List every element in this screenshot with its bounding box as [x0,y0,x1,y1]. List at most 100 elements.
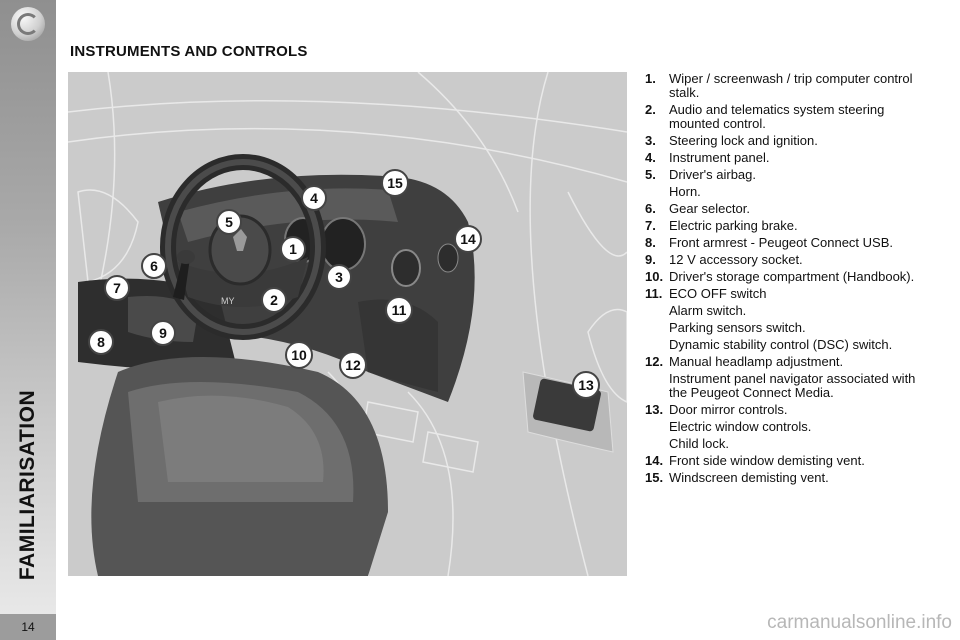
legend-item-text-block: Wiper / screenwash / trip computer contr… [669,72,925,100]
legend-item-number: 6. [645,201,656,216]
page-number: 14 [0,614,56,640]
legend-item-text: Audio and telematics system steering mou… [669,102,885,131]
legend-item-subtext: Electric window controls. [669,419,812,434]
legend-item: 14. Front side window demisting vent. [645,454,925,468]
callout-13: 13 [572,371,600,399]
legend-item-text: Gear selector. [669,201,750,216]
legend-item-number: 4. [645,150,656,165]
legend-item-number: 5. [645,167,656,182]
callout-11: 11 [385,296,413,324]
legend-item-text: ECO OFF switch [669,286,767,301]
legend-item-text-block: Steering lock and ignition. [669,134,925,148]
legend-item: 12. Manual headlamp adjustment.Instrument… [645,355,925,400]
svg-text:1: 1 [289,241,297,257]
legend-item-text-block: Driver's storage compartment (Handbook). [669,270,925,284]
legend-item-text: 12 V accessory socket. [669,252,803,267]
callout-1: 1 [280,236,306,262]
sidebar: FAMILIARISATION 14 [0,0,56,640]
legend-item-number: 10. [645,269,664,284]
legend-item-number: 11. [645,286,663,301]
legend-item: 4. Instrument panel. [645,151,925,165]
legend-item: 6. Gear selector. [645,202,925,216]
legend-item-text-block: Instrument panel. [669,151,925,165]
legend-item-text-block: Door mirror controls. Electric window con… [669,403,925,451]
legend-item-text: Windscreen demisting vent. [669,470,829,485]
svg-text:5: 5 [225,214,233,230]
legend-item-number: 13. [645,402,664,417]
legend-item-text-block: Manual headlamp adjustment.Instrument pa… [669,355,925,400]
dashboard-drawing: MY 1 2 3 4 5 [68,72,627,576]
legend-item-text: Door mirror controls. [669,402,788,417]
legend-item: 7. Electric parking brake. [645,219,925,233]
legend-item-text-block: 12 V accessory socket. [669,253,925,267]
svg-text:14: 14 [460,231,476,247]
legend-item-text-block: Windscreen demisting vent. [669,471,925,485]
callout-6: 6 [141,253,167,279]
chapter-logo-icon [11,7,45,41]
legend-item-number: 12. [645,354,664,369]
callout-2: 2 [261,287,287,313]
callout-7: 7 [104,275,130,301]
legend-item-text: Electric parking brake. [669,218,798,233]
legend-item-subtext: Horn. [669,184,701,199]
legend-item: 9. 12 V accessory socket. [645,253,925,267]
legend-item: 3. Steering lock and ignition. [645,134,925,148]
legend-item-number: 8. [645,235,656,250]
legend-item: 15. Windscreen demisting vent. [645,471,925,485]
legend-item-number: 15. [645,470,664,485]
legend-item: 8. Front armrest - Peugeot Connect USB. [645,236,925,250]
callout-4: 4 [301,185,327,211]
legend-item-text-block: Audio and telematics system steering mou… [669,103,925,131]
legend-item: 10. Driver's storage compartment (Handboo… [645,270,925,284]
legend-item-number: 7. [645,218,656,233]
svg-text:13: 13 [578,377,594,393]
svg-text:2: 2 [270,292,278,308]
legend-item-text: Driver's airbag. [669,167,757,182]
legend-item: 2.Audio and telematics system steering m… [645,103,925,131]
legend-item-text: Driver's storage compartment (Handbook). [669,269,915,284]
legend-item-subtext: Child lock. [669,436,729,451]
svg-text:8: 8 [97,334,105,350]
callout-3: 3 [326,264,352,290]
legend-item-number: 9. [645,252,656,267]
legend-item-subtext: Parking sensors switch. [669,320,806,335]
legend-item-subtext: Dynamic stability control (DSC) switch. [669,337,893,352]
svg-text:10: 10 [291,347,307,363]
svg-text:9: 9 [159,325,167,341]
callout-9: 9 [150,320,176,346]
legend-item-subtext: Alarm switch. [669,303,747,318]
legend-item-text-block: Driver's airbag. Horn. [669,168,925,199]
legend-item-text: Front side window demisting vent. [669,453,865,468]
legend-item-number: 3. [645,133,656,148]
svg-text:15: 15 [387,175,403,191]
legend-item-text-block: Gear selector. [669,202,925,216]
legend-item: 13. Door mirror controls. Electric window … [645,403,925,451]
svg-text:12: 12 [345,357,361,373]
watermark: carmanualsonline.info [767,612,952,633]
legend-item-text: Wiper / screenwash / trip computer contr… [669,71,913,100]
legend-item-text-block: Electric parking brake. [669,219,925,233]
svg-text:3: 3 [335,269,343,285]
svg-text:6: 6 [150,258,158,274]
controls-legend: 1.Wiper / screenwash / trip computer con… [645,72,925,488]
legend-item: 1.Wiper / screenwash / trip computer con… [645,72,925,100]
legend-item-text: Instrument panel. [669,150,770,165]
callout-8: 8 [88,329,114,355]
callout-10: 10 [285,341,313,369]
svg-text:11: 11 [392,302,407,318]
svg-text:7: 7 [113,280,121,296]
legend-item-text: Steering lock and ignition. [669,133,818,148]
callout-5: 5 [216,209,242,235]
chapter-title: FAMILIARISATION [16,389,39,581]
callout-15: 15 [381,169,409,197]
section-title: INSTRUMENTS AND CONTROLS [70,43,308,60]
steering-wheel-brand: MY [221,296,235,306]
legend-item-text: Front armrest - Peugeot Connect USB. [669,235,893,250]
svg-text:4: 4 [310,190,318,206]
legend-item-number: 14. [645,453,664,468]
legend-item-subtext: Instrument panel navigator associated wi… [669,371,916,400]
callout-14: 14 [454,225,482,253]
dashboard-illustration: MY 1 2 3 4 5 [68,72,627,576]
